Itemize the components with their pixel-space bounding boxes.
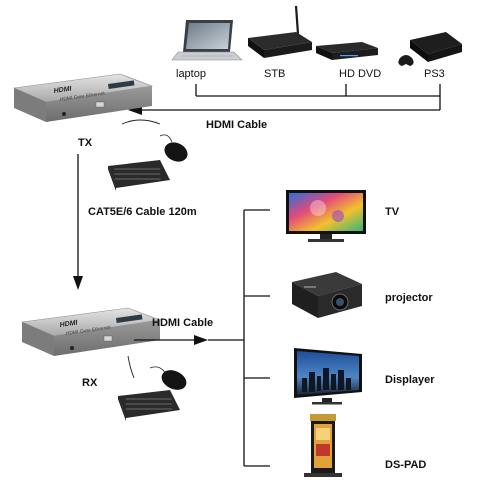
stb-icon [248,6,312,58]
display-distribution-bus [244,210,270,466]
display-label-displayer: Displayer [385,374,435,386]
hdmi-input-bus [140,84,440,110]
rx-keyboard-icon [118,390,180,421]
projector-icon [292,272,362,318]
source-label-laptop: laptop [176,68,206,80]
rx-extender-box: HDMI HDMI Over Ethernet [22,308,160,356]
cat-cable-arrow [73,276,83,290]
ps3-console-icon [398,32,462,66]
tx-keyboard-icon [108,160,170,191]
hdmi-output-arrow [194,335,208,345]
tx-extender-box: HDMI HDMI Over Ethernet [14,74,152,122]
cat-cable-label: CAT5E/6 Cable 120m [88,206,197,218]
display-label-tv: TV [385,206,400,218]
laptop-icon [172,20,242,60]
rx-label: RX [82,377,98,389]
tx-mouse-icon [161,139,190,165]
hd-dvd-player-icon [316,42,378,60]
source-label-stb: STB [264,68,285,80]
source-label-hd-dvd: HD DVD [339,68,381,80]
hdmi-cable-label-input: HDMI Cable [206,119,267,131]
display-label-ds-pad: DS-PAD [385,459,426,471]
displayer-monitor-icon [294,348,362,405]
tv-icon [286,190,366,242]
display-label-projector: projector [385,292,433,304]
tx-label: TX [78,137,93,149]
hdmi-cable-label-output: HDMI Cable [152,317,213,329]
source-label-ps3: PS3 [424,68,445,80]
ds-pad-kiosk-icon [304,414,342,477]
